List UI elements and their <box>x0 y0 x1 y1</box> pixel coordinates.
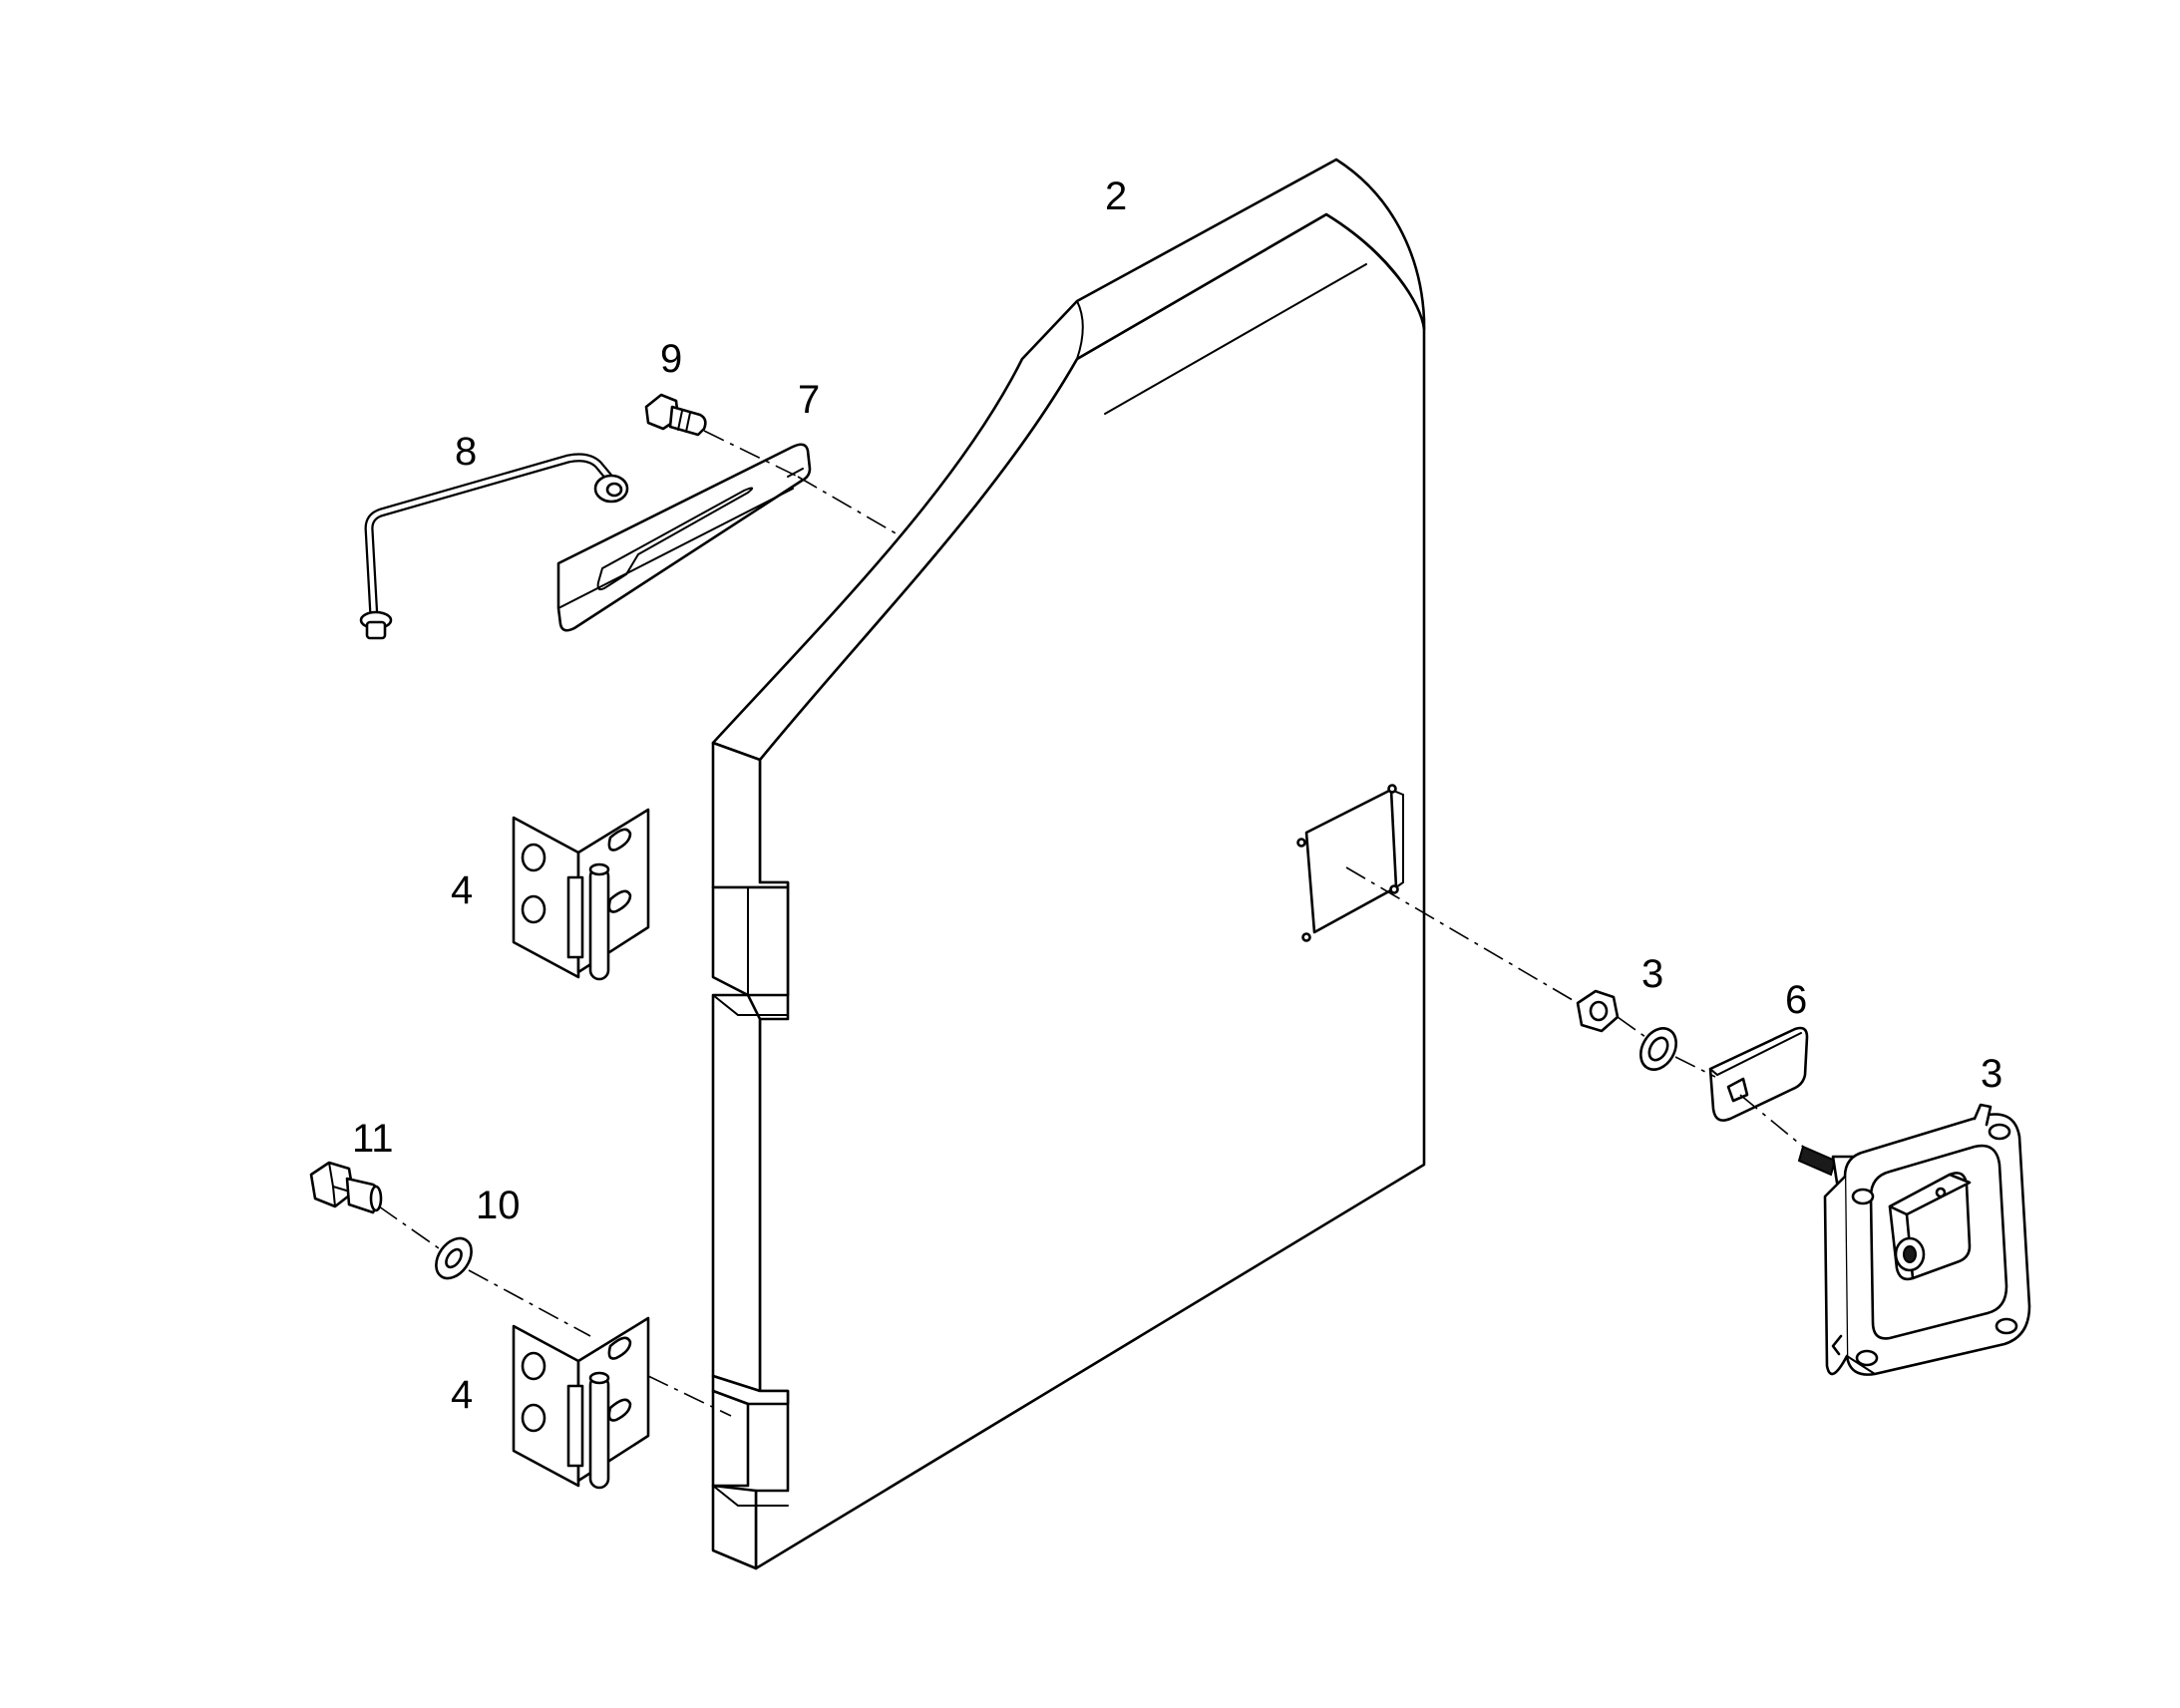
door-panel[interactable] <box>711 158 1426 1570</box>
callout-nut: 3 <box>1641 952 1663 996</box>
callout-bolt-top: 9 <box>660 337 682 381</box>
callout-latch: 3 <box>1981 1052 2002 1096</box>
hinge-upper-part[interactable] <box>512 808 650 981</box>
callout-hinge-upper: 4 <box>451 868 473 912</box>
callout-rod: 8 <box>455 430 477 474</box>
callout-door: 2 <box>1105 174 1127 218</box>
callout-labels: 2 9 7 8 4 4 3 6 3 11 10 <box>352 174 2002 1417</box>
hinge-lower-part[interactable] <box>512 1316 650 1490</box>
callout-hinge-lower: 4 <box>451 1373 473 1417</box>
callout-washer: 10 <box>476 1184 521 1227</box>
striker-plate-part[interactable] <box>556 443 812 632</box>
rod-part[interactable] <box>359 453 629 640</box>
bolt-part-top[interactable] <box>644 393 707 437</box>
lock-washer-part[interactable] <box>1634 1022 1683 1076</box>
callout-bolt-bottom: 11 <box>352 1117 394 1161</box>
bolt-part-bottom[interactable] <box>309 1161 383 1214</box>
callout-cam: 6 <box>1785 978 1807 1022</box>
callout-striker-plate: 7 <box>798 378 820 422</box>
latch-assembly-part[interactable] <box>1797 1103 2031 1376</box>
leader-lines <box>378 430 1804 1417</box>
nut-part[interactable] <box>1576 989 1620 1033</box>
cam-part[interactable] <box>1708 1026 1809 1122</box>
washer-part[interactable] <box>429 1231 479 1284</box>
